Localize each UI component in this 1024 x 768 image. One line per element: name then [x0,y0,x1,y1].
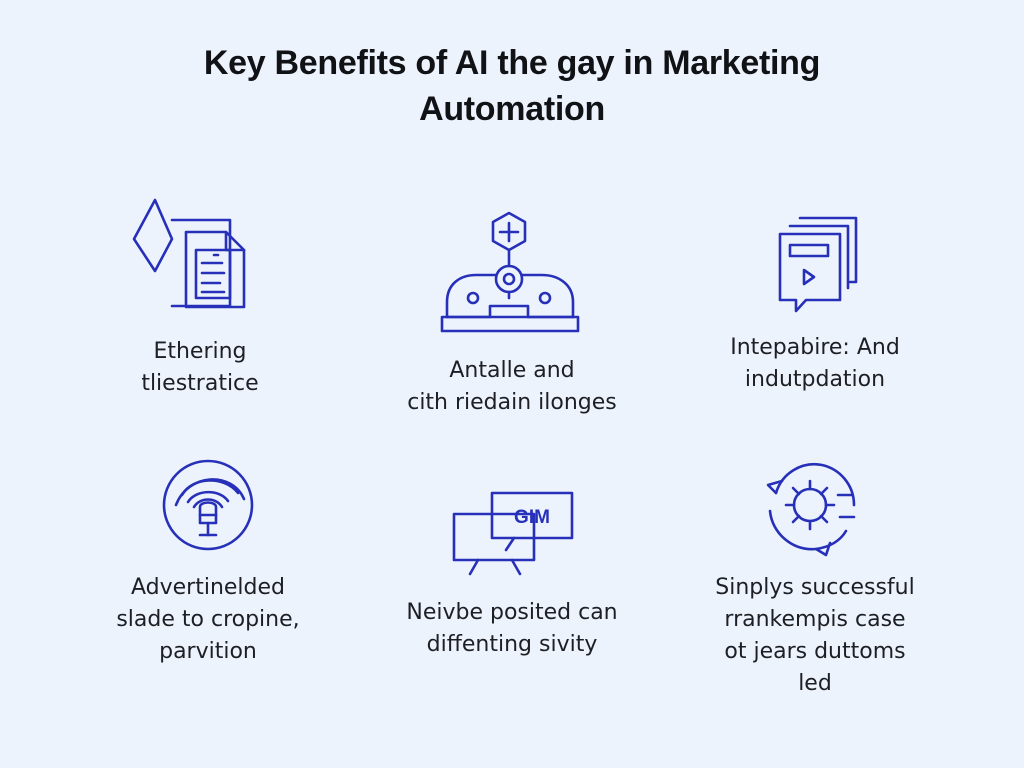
benefit-3-line-2: indutpdation [744,367,886,392]
benefit-2-line-2: cith riedain ilonges [407,390,617,415]
benefit-2-line-1: Antalle and [449,358,575,383]
title-line-1: Key Benefits of AI the gay in Marketing [203,44,821,82]
screen-text: GIM [514,507,550,528]
benefit-label-3: Intepabire: And indutpdation [695,332,935,396]
benefit-5-line-2: diffenting sivity [426,632,598,657]
benefit-label-1: Ethering tliestratice [80,336,320,400]
benefit-4-line-2: slade to cropine, [116,607,300,632]
benefit-5-line-1: Neivbe posited can [406,600,618,625]
page-title: Key Benefits of AI the gay in Marketing … [112,40,912,132]
benefit-1-line-2: tliestratice [141,371,259,396]
robot-hub-icon [440,211,580,333]
document-diamond-icon [132,198,246,309]
benefit-3-line-1: Intepabire: And [730,335,900,360]
benefit-6-line-1: Sinplys successful [715,575,915,600]
benefit-6-line-2: rrankempis case [724,607,906,632]
benefit-label-6: Sinplys successful rrankempis case ot je… [680,572,950,700]
benefit-label-4: Advertinelded slade to cropine, parvitio… [78,572,338,668]
radar-signal-icon [162,459,254,551]
benefit-6-line-3: ot jears duttoms [724,639,906,664]
benefit-6-line-4: led [798,671,832,696]
benefit-4-line-3: parvition [159,639,257,664]
media-cards-icon [778,216,858,313]
benefit-4-line-1: Advertinelded [130,575,286,600]
screens-icon: GIM [452,491,574,576]
benefit-1-line-1: Ethering [153,339,247,364]
gear-cycle-icon [766,462,856,557]
benefit-label-5: Neivbe posited can diffenting sivity [382,597,642,661]
benefit-label-2: Antalle and cith riedain ilonges [382,355,642,419]
title-line-2: Automation [419,90,605,128]
